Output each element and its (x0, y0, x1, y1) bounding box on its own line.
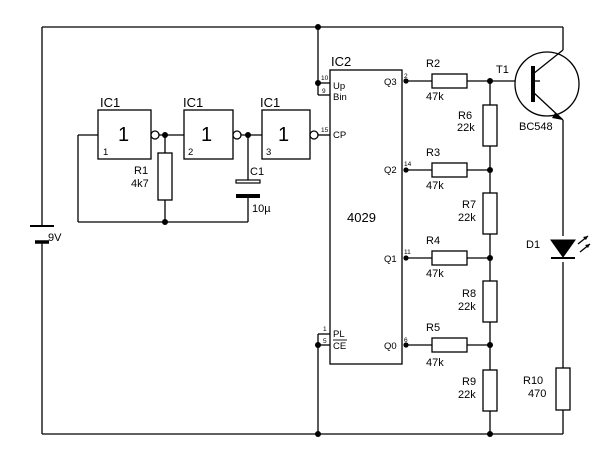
resistor-r2: R2 47k (426, 58, 468, 103)
ic2-pin-q1-label: Q1 (384, 254, 397, 265)
resistor-r8: R8 22k (458, 280, 498, 323)
c1-value: 10µ (252, 203, 271, 215)
r2-name: R2 (426, 58, 440, 70)
r5-name: R5 (426, 322, 440, 334)
resistor-r7: R7 22k (458, 192, 498, 235)
capacitor-c1: C1 10µ (235, 166, 271, 215)
resistor-r6: R6 22k (457, 104, 498, 147)
ic2-pin-ce-number: 5 (323, 338, 327, 345)
ic1-gate-a-pin: 1 (103, 147, 108, 158)
ic1-gate-b-pin: 2 (188, 147, 193, 158)
ic2-pin-q0-label: Q0 (384, 341, 397, 352)
r6-name: R6 (458, 110, 472, 122)
r8-value: 22k (458, 301, 476, 313)
t1-part: BC548 (519, 121, 553, 133)
ic2-pin-cp-number: 15 (321, 127, 329, 134)
r3-value: 47k (426, 180, 444, 192)
r5-value: 47k (426, 357, 444, 369)
ic2-pin-up-label: Up (333, 81, 345, 92)
d1-name: D1 (526, 239, 540, 251)
r10-name: R10 (523, 375, 543, 387)
ic2-counter: IC2 4029 10 Up 9 Bin 15 CP 1 PL 5 CE Q3 … (321, 54, 412, 365)
t1-name: T1 (496, 64, 509, 76)
led-d1: D1 (526, 235, 591, 259)
r2-value: 47k (426, 91, 444, 103)
ic1-gate-b-symbol: 1 (201, 124, 212, 146)
r8-name: R8 (462, 288, 476, 300)
r7-name: R7 (462, 199, 476, 211)
ic2-pin-pl-number: 1 (323, 326, 327, 333)
ic1-gate-c-pin: 3 (266, 147, 271, 158)
r10-value: 470 (528, 388, 546, 400)
resistor-r9: R9 22k (458, 369, 498, 412)
junction-dots (162, 24, 493, 437)
r4-name: R4 (426, 235, 440, 247)
ic1-gate-c-symbol: 1 (278, 124, 289, 146)
ic2-pin-q2-number: 14 (404, 161, 412, 168)
r9-value: 22k (458, 389, 476, 401)
r1-value: 4k7 (131, 178, 149, 190)
resistor-r3: R3 47k (426, 147, 468, 192)
ic2-pin-cp-label: CP (333, 130, 346, 141)
resistor-r10: R10 470 (523, 367, 571, 411)
r4-value: 47k (426, 268, 444, 280)
c1-name: C1 (250, 166, 264, 178)
r3-name: R3 (426, 147, 440, 159)
ic1-gate-a-symbol: 1 (118, 124, 129, 146)
ic2-part: 4029 (347, 210, 376, 225)
battery: 9V (30, 225, 62, 244)
ic2-pin-ce-label: CE (333, 341, 346, 352)
ic2-pin-q3-number: 2 (404, 73, 408, 80)
battery-voltage-label: 9V (48, 232, 62, 244)
ic2-pin-up-number: 10 (321, 75, 329, 82)
ic1-gate-a: IC1 1 1 (97, 95, 160, 160)
transistor-t1: T1 BC548 (496, 49, 580, 133)
ic2-pin-q1-number: 11 (404, 249, 411, 256)
resistor-r1: R1 4k7 (131, 152, 173, 201)
ic2-pin-q0-number: 6 (404, 337, 408, 344)
ic1-gate-c: IC1 1 3 (260, 95, 319, 160)
resistor-r4: R4 47k (426, 235, 468, 280)
r6-value: 22k (457, 122, 475, 134)
ic1-gate-c-name: IC1 (260, 95, 280, 110)
ic2-pin-bin-label: Bin (333, 92, 347, 103)
ic2-pin-pl-label: PL (333, 329, 345, 340)
ic2-pin-q2-label: Q2 (384, 165, 397, 176)
ic1-gate-a-name: IC1 (100, 95, 120, 110)
r7-value: 22k (458, 212, 476, 224)
r9-name: R9 (462, 376, 476, 388)
ic2-pin-q3-label: Q3 (384, 77, 397, 88)
ic2-pin-bin-number: 9 (322, 88, 326, 95)
ic2-name: IC2 (331, 54, 351, 69)
resistor-r5: R5 47k (426, 322, 468, 369)
ic1-gate-b: IC1 1 2 (183, 95, 242, 160)
ic1-gate-b-name: IC1 (183, 95, 203, 110)
r1-name: R1 (134, 165, 148, 177)
